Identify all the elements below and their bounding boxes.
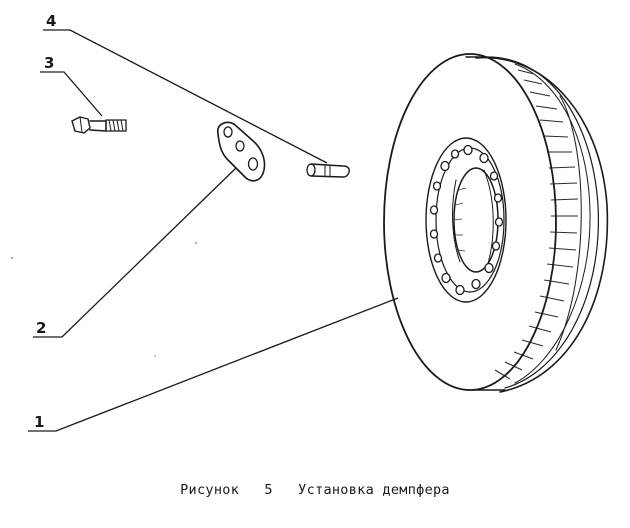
leader-4 <box>43 29 328 164</box>
callout-3: 3 <box>44 54 54 72</box>
callout-4: 4 <box>46 12 56 30</box>
leader-1 <box>28 297 399 432</box>
bolt-holes <box>429 144 504 296</box>
figure-caption: Рисунок 5 Установка демпфера <box>0 482 630 498</box>
leader-2 <box>33 167 237 338</box>
figure-word: Рисунок <box>180 482 240 498</box>
leader-lines <box>28 29 399 432</box>
callout-2: 2 <box>36 319 46 337</box>
leader-3 <box>40 71 103 117</box>
scan-specks <box>11 242 197 357</box>
damper-drawing <box>383 53 609 393</box>
callout-1: 1 <box>34 413 44 431</box>
pin-drawing <box>306 163 350 178</box>
figure-number: 5 <box>264 482 273 498</box>
figure-title: Установка демпфера <box>298 482 450 498</box>
lock-plate-drawing <box>216 121 266 182</box>
bolt-drawing <box>71 116 127 134</box>
